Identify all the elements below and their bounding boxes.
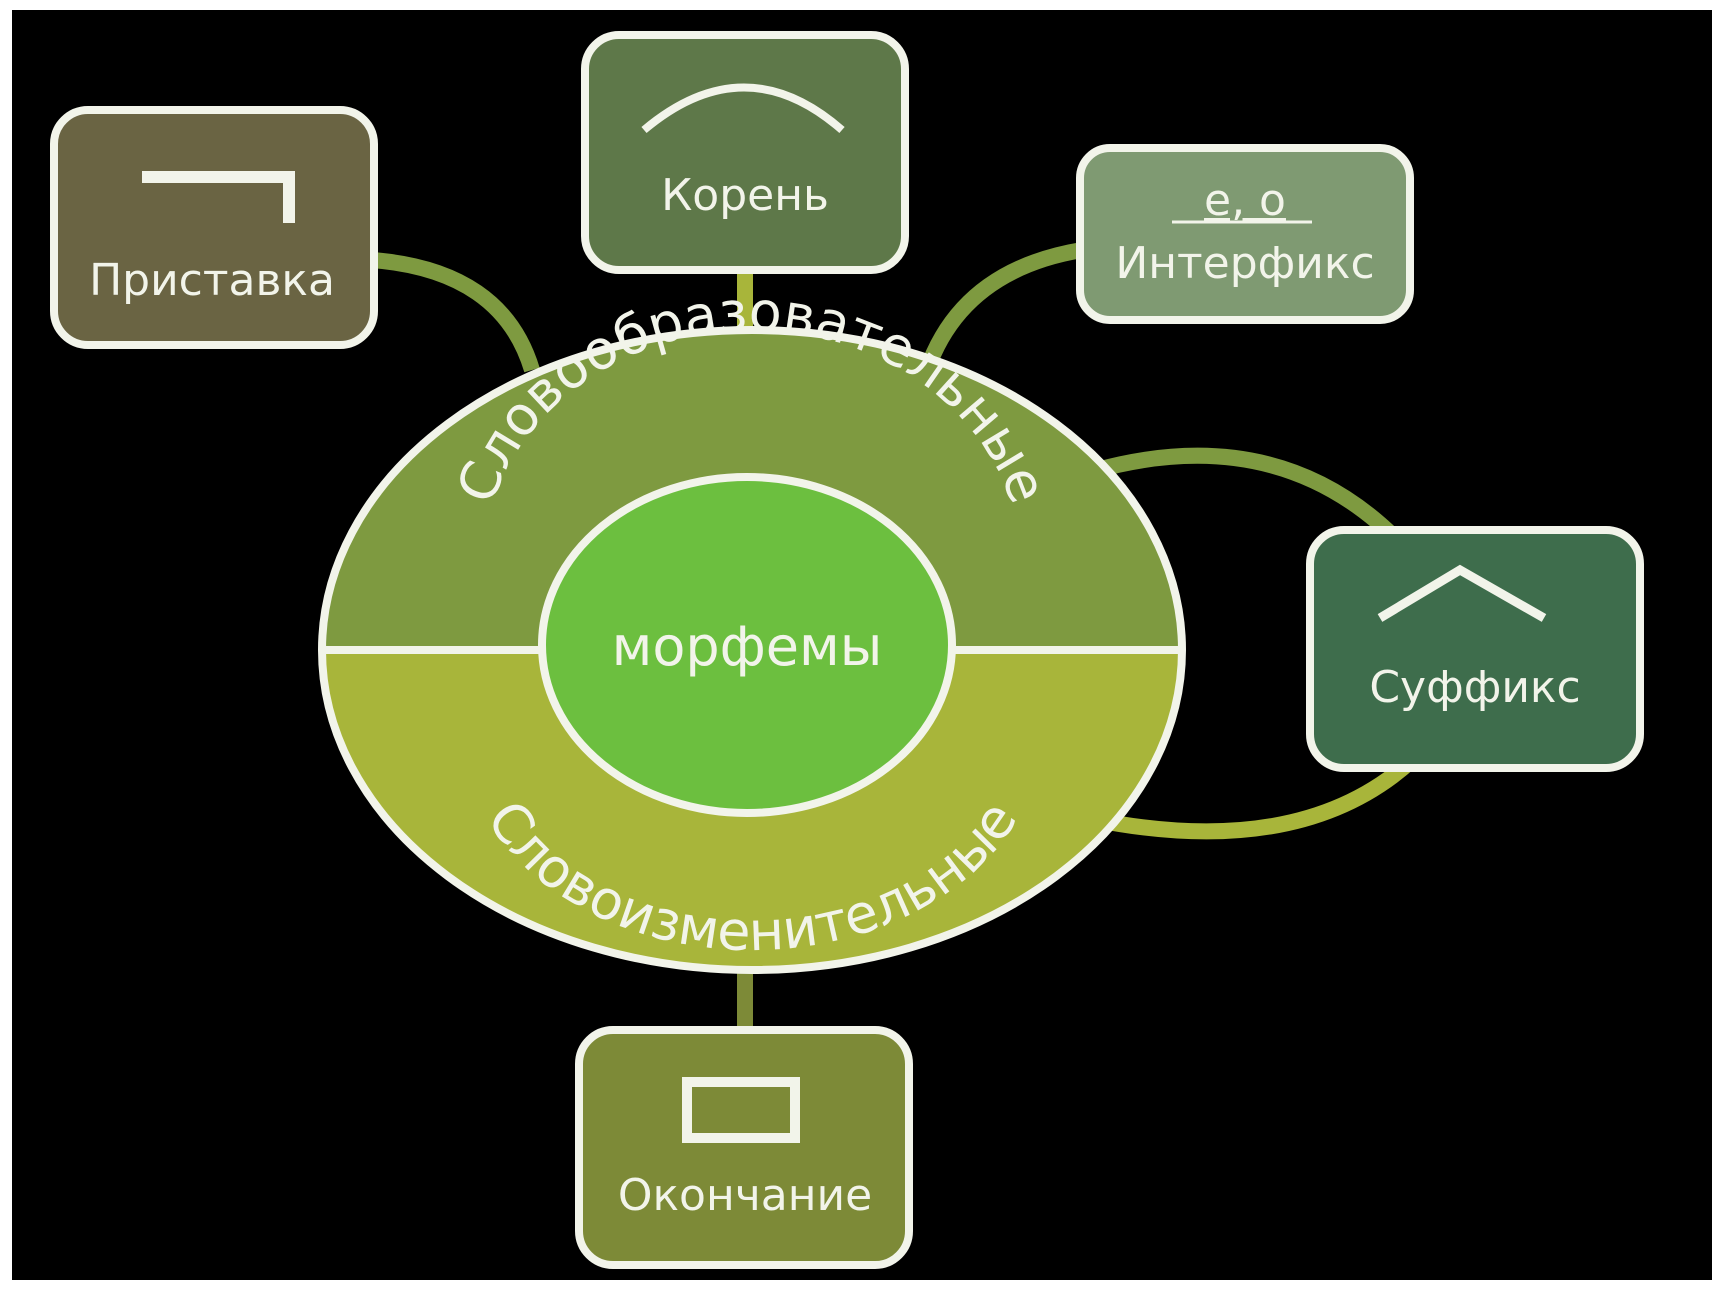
interfix-vowels: е, о: [1204, 175, 1286, 226]
diagram-canvas: Словообразовательные Словоизменительные …: [12, 10, 1712, 1280]
center-label: морфемы: [612, 615, 883, 678]
root-arc-icon: [641, 83, 845, 134]
ending-label: Окончание: [618, 1170, 872, 1221]
prefix-box: Приставка: [50, 106, 378, 349]
connector-suffix-lower: [1095, 754, 1418, 840]
prefix-label: Приставка: [89, 255, 335, 306]
interfix-box: е, о Интерфикс: [1076, 144, 1414, 324]
interfix-label: Интерфикс: [1115, 238, 1374, 289]
root-label: Корень: [661, 170, 829, 221]
center-circle: морфемы: [538, 473, 956, 817]
ending-box: Окончание: [575, 1026, 913, 1269]
suffix-caret-icon: [1377, 564, 1547, 622]
prefix-bracket-icon: [142, 171, 295, 223]
suffix-label: Суффикс: [1369, 662, 1580, 713]
connector-interfix: [919, 242, 1084, 373]
morpheme-diagram: Словообразовательные Словоизменительные …: [50, 31, 1644, 1269]
connector-suffix-upper: [1094, 447, 1408, 551]
root-box: Корень: [581, 31, 909, 274]
ending-box-icon: [682, 1077, 800, 1143]
connector-prefix: [371, 252, 540, 373]
suffix-box: Суффикс: [1306, 526, 1644, 772]
